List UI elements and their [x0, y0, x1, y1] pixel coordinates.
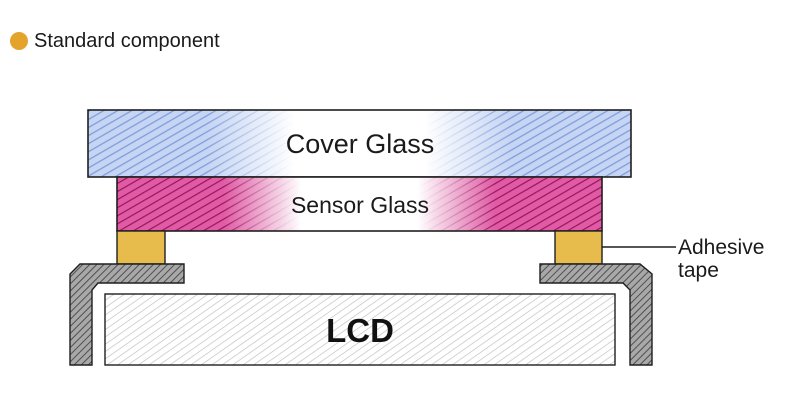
- adhesive-tape-left: [116, 230, 166, 265]
- frame-right: [539, 263, 653, 366]
- legend: Standard component: [10, 29, 220, 53]
- cover-glass-layer: Cover Glass: [87, 109, 632, 178]
- lcd-label: LCD: [326, 312, 394, 349]
- legend-label: Standard component: [34, 29, 220, 52]
- lcd-layer: LCD: [104, 293, 616, 366]
- adhesive-tape-right: [554, 230, 603, 265]
- adhesive-label-line2: tape: [678, 259, 719, 282]
- adhesive-label-line1: Adhesive: [678, 236, 764, 259]
- cover-glass-label: Cover Glass: [286, 129, 435, 159]
- frame-left: [69, 263, 185, 366]
- sensor-glass-layer: Sensor Glass: [116, 176, 603, 232]
- sensor-glass-label: Sensor Glass: [291, 192, 429, 218]
- legend-dot-icon: [10, 32, 28, 50]
